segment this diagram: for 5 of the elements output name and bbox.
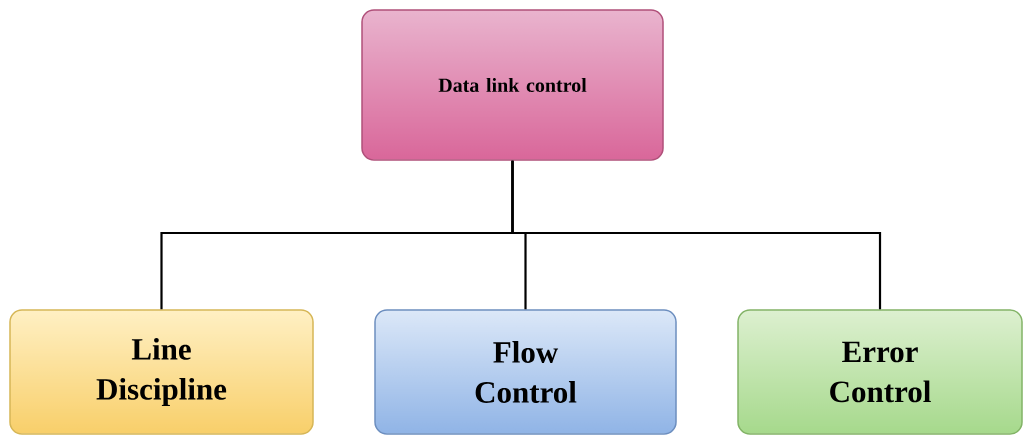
category-box: Flow Control (374, 309, 677, 435)
category-box: Error Control (737, 309, 1023, 435)
category-box: Data link control (361, 9, 664, 161)
connector-line (511, 160, 882, 310)
category-box: Line Discipline (9, 309, 314, 435)
